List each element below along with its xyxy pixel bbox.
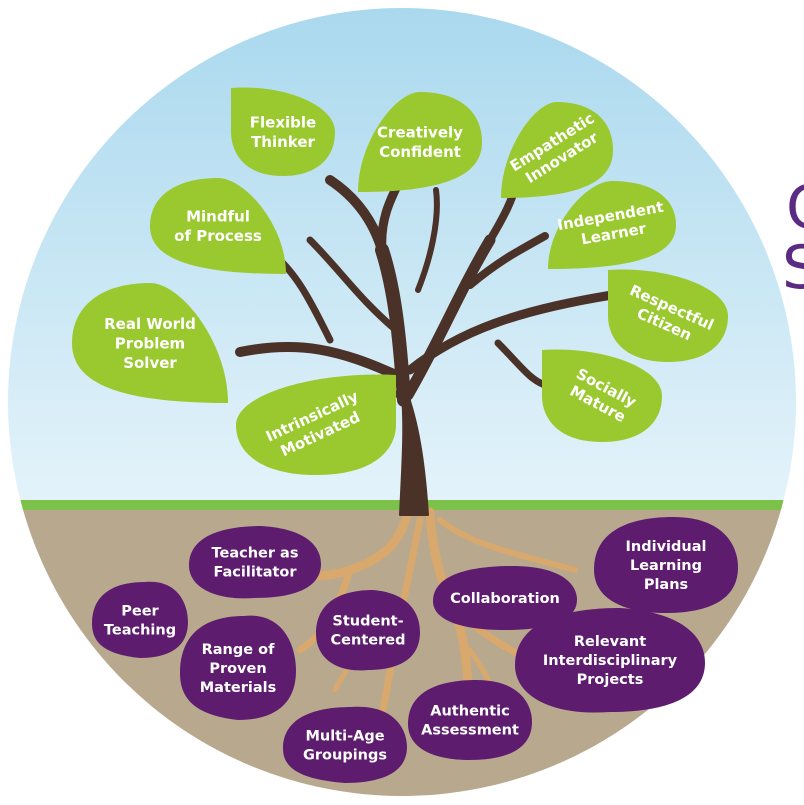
root-bubble-shape bbox=[316, 590, 420, 671]
leaf-label-line: of Process bbox=[174, 227, 262, 245]
root-label-line: Peer bbox=[121, 604, 159, 620]
leaf-shape bbox=[608, 269, 728, 362]
leaf-shape bbox=[72, 283, 228, 403]
leaf-shape bbox=[542, 349, 662, 442]
root-bubble-shape bbox=[433, 566, 577, 630]
tree-trunk bbox=[235, 175, 617, 516]
leaf-label-line: Creatively bbox=[377, 124, 463, 142]
leaf-respectful-citizen: RespectfulCitizen bbox=[608, 269, 728, 362]
sky bbox=[8, 8, 796, 505]
root-bubble-shape bbox=[408, 680, 532, 760]
leaf-label-line: Solver bbox=[123, 354, 177, 372]
root-bubble-shape bbox=[92, 581, 188, 658]
root-label-line: Student- bbox=[332, 614, 403, 630]
root-bubble-shape bbox=[283, 706, 407, 783]
root-label-line: Multi-Age bbox=[305, 729, 384, 745]
root-bubble-shape bbox=[515, 608, 705, 713]
root-label-line: Relevant bbox=[574, 634, 646, 650]
root-label: Student- Centered bbox=[331, 614, 406, 649]
leaf-label-line: Real World bbox=[104, 315, 196, 333]
root-label-line: Individual bbox=[626, 539, 707, 555]
leaf-label-line: Thinker bbox=[251, 133, 315, 151]
root-label-line: Interdisciplinary bbox=[543, 653, 678, 669]
edge-fragment-c: C bbox=[786, 173, 804, 243]
root-label-line: Teacher as bbox=[212, 546, 299, 562]
leaf-shape bbox=[358, 92, 482, 192]
root-bubble-shape bbox=[180, 615, 296, 720]
leaf-independent-learner: IndependentLearner bbox=[548, 181, 676, 269]
leaf-shape bbox=[236, 374, 396, 475]
leaf-shape bbox=[548, 181, 676, 269]
root-label-line: Centered bbox=[331, 633, 406, 649]
root-label-line: Range of bbox=[202, 642, 275, 658]
root-label-line: Projects bbox=[577, 672, 644, 688]
leaf-label-line: Mindful bbox=[186, 208, 250, 226]
root-label-line: Proven bbox=[209, 661, 266, 677]
root-label-line: Teaching bbox=[104, 623, 176, 639]
root-bubble-shape bbox=[189, 526, 321, 599]
leaf-intrinsically-motivated: IntrinsicallyMotivated bbox=[236, 374, 396, 475]
edge-fragment-s: S bbox=[782, 233, 804, 303]
leaf-shape bbox=[150, 178, 286, 274]
root-teacher-as-facilitator: Teacher as Facilitator bbox=[189, 526, 321, 599]
root-label-line: Facilitator bbox=[213, 565, 297, 581]
root-collaboration: Collaboration bbox=[433, 566, 577, 630]
root-label-line: Authentic bbox=[430, 704, 509, 720]
root-label: Teacher as Facilitator bbox=[212, 546, 299, 581]
root-label-line: Plans bbox=[644, 577, 688, 593]
leaf-shape bbox=[501, 102, 613, 198]
leaf-empathetic-innovator: EmpatheticInnovator bbox=[501, 102, 613, 198]
leaf-label-line: Problem bbox=[115, 334, 185, 352]
root-bubble-shape bbox=[594, 517, 738, 613]
leaf-label-line: Flexible bbox=[250, 114, 316, 132]
root-label: Collaboration bbox=[450, 591, 560, 607]
root-label-line: Assessment bbox=[421, 723, 519, 739]
root-label-line: Collaboration bbox=[450, 591, 560, 607]
leaf-label-line: Confident bbox=[379, 143, 461, 161]
leaf-shape bbox=[231, 87, 335, 176]
root-label-line: Groupings bbox=[303, 748, 387, 764]
root-student-centered: Student- Centered bbox=[316, 590, 420, 671]
root-label-line: Materials bbox=[200, 680, 277, 696]
root-label-line: Learning bbox=[630, 558, 702, 574]
leaf-socially-mature: SociallyMature bbox=[542, 349, 662, 442]
